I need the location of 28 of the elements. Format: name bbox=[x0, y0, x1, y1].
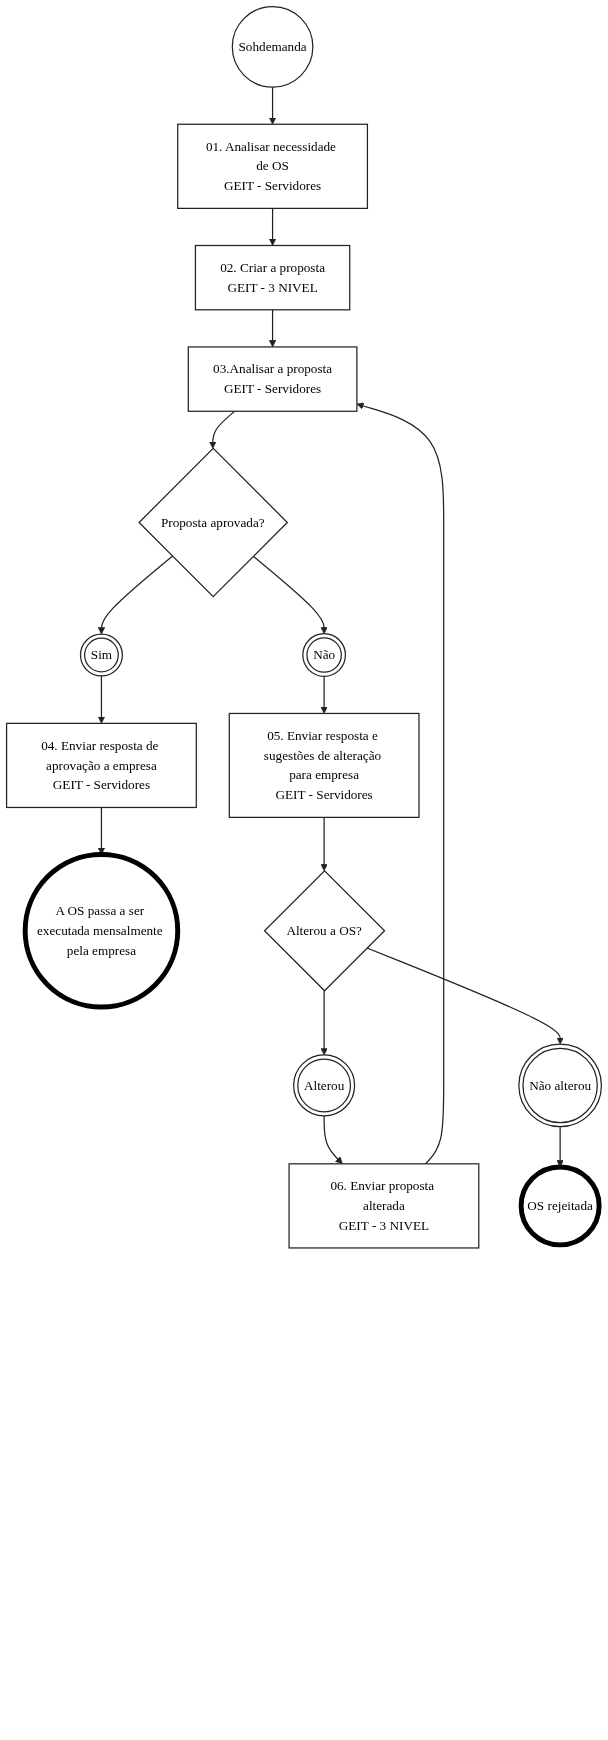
arrow bbox=[323, 1115, 343, 1165]
node-box: 01. Analisar necessidade de OS GEIT - Servidores bbox=[177, 123, 369, 209]
arrow bbox=[268, 207, 277, 246]
arrow bbox=[252, 555, 328, 635]
node-box: 02. Criar a proposta GEIT - 3 NIVEL bbox=[194, 244, 351, 311]
arrow bbox=[97, 675, 106, 724]
node-diamond: Alterou a OS? bbox=[263, 869, 386, 992]
arrow bbox=[320, 675, 328, 714]
node-box: 03.Analisar a proposta GEIT - Servidores bbox=[187, 346, 358, 412]
node-diamond: Proposta aprovada? bbox=[138, 447, 289, 598]
arrow bbox=[366, 947, 564, 1045]
arrow bbox=[356, 402, 445, 1165]
node-circle: Sim bbox=[79, 633, 123, 677]
arrow bbox=[97, 555, 173, 635]
node-circle: Sohdemanda bbox=[231, 5, 314, 88]
arrow bbox=[320, 816, 328, 872]
node-box: 05. Enviar resposta e sugestões de alteração para empresa GEIT - Servidores bbox=[228, 712, 420, 818]
arrow bbox=[268, 86, 277, 125]
node-circle: A OS passa a ser executada mensalmente pela empresa bbox=[22, 852, 181, 1010]
node-circle: Não bbox=[302, 633, 347, 677]
node-box: 06. Enviar proposta alterada GEIT - 3 NIVEL bbox=[288, 1163, 480, 1249]
arrow bbox=[209, 410, 236, 449]
node-circle: Não alterou bbox=[518, 1043, 602, 1128]
node-circle: Alterou bbox=[293, 1054, 356, 1117]
node-box: 04. Enviar resposta de aprovação a empresa GEIT - Servidores bbox=[5, 722, 197, 809]
node-circle: OS rejeitada bbox=[518, 1164, 602, 1248]
arrow bbox=[320, 990, 328, 1056]
arrow bbox=[268, 309, 277, 348]
